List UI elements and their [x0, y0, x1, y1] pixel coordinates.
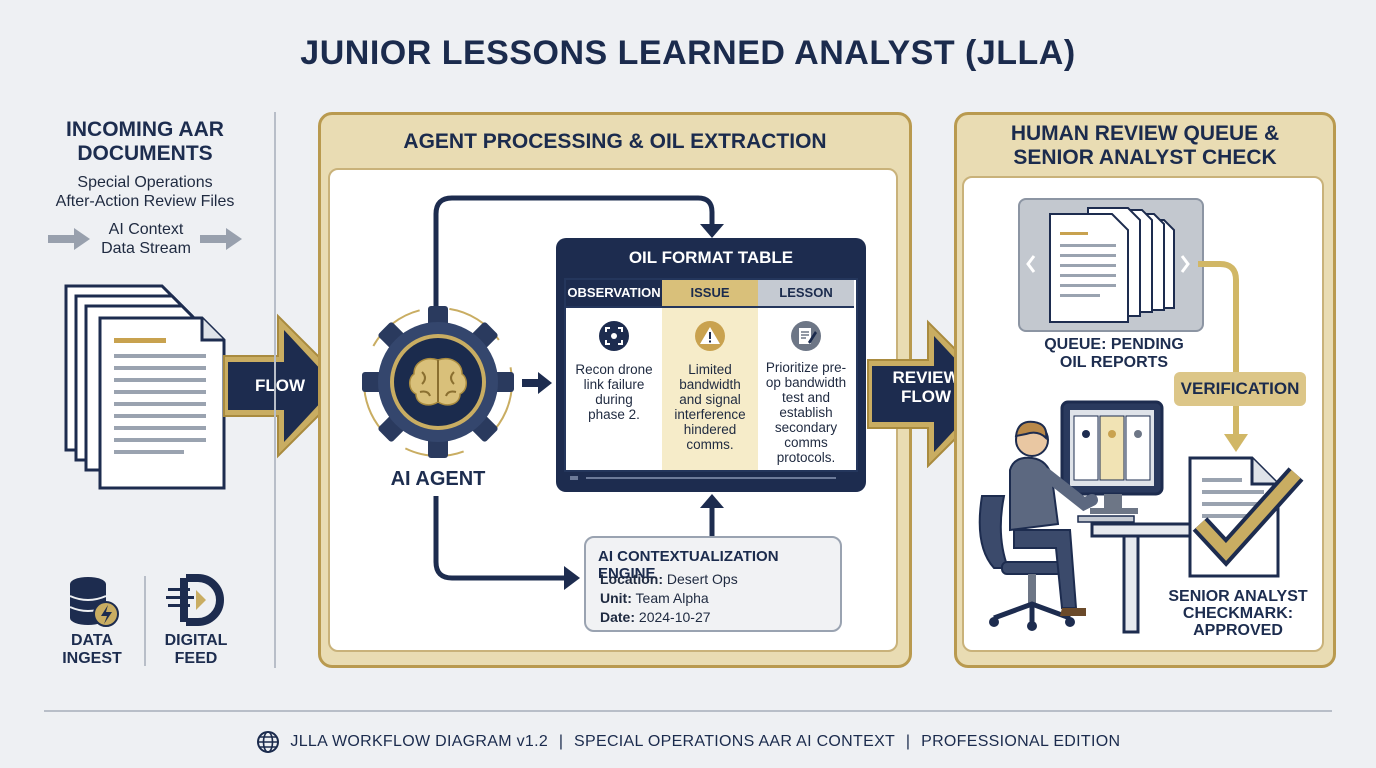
engine-heading: AI CONTEXTUALIZATION ENGINE [598, 548, 779, 582]
incoming-aar-subtitle: Special Operations After-Action Review F… [55, 174, 235, 210]
lesson-text: Prioritize pre- op bandwidth test and es… [765, 360, 847, 465]
stream-arrow-right-icon [200, 228, 242, 250]
stream-arrow-left-icon [48, 228, 90, 250]
observation-column: OBSERVATION Recon drone link failure dur… [566, 280, 664, 470]
ai-agent-label: AI AGENT [390, 468, 486, 490]
left-column-divider [274, 112, 276, 668]
warning-icon [695, 321, 725, 351]
incoming-aar-heading: INCOMING AAR DOCUMENTS [66, 118, 224, 165]
approved-document-checkmark-icon [1188, 456, 1304, 578]
page-title: JUNIOR LESSONS LEARNED ANALYST (JLLA) [300, 34, 1076, 72]
observation-text: Recon drone link failure during phase 2. [575, 362, 653, 422]
observation-header: OBSERVATION [566, 280, 662, 308]
ai-contextualization-engine: AI CONTEXTUALIZATION ENGINE Location: De… [584, 536, 842, 632]
lesson-edit-icon [791, 321, 821, 351]
verification-path [1198, 261, 1248, 452]
database-icon [69, 577, 119, 627]
lesson-column: LESSON Prioritize pre- op bandwidth test… [758, 280, 854, 470]
footer-part2: SPECIAL OPERATIONS AAR AI CONTEXT [574, 733, 896, 750]
lesson-header: LESSON [758, 280, 854, 308]
issue-header: ISSUE [662, 280, 758, 308]
queue-documents-icon[interactable] [1018, 198, 1204, 332]
oil-format-table: OIL FORMAT TABLE OBSERVATION Recon drone… [556, 238, 866, 492]
footer-part3: PROFESSIONAL EDITION [921, 733, 1121, 750]
senior-analyst-approved-label: SENIOR ANALYST CHECKMARK: APPROVED [1168, 588, 1308, 639]
footer-part1: JLLA WORKFLOW DIAGRAM v1.2 [290, 733, 549, 750]
flow-label: FLOW [254, 376, 306, 395]
flow-arrow-icon [223, 313, 350, 459]
oil-table-title: OIL FORMAT TABLE [628, 248, 794, 267]
review-panel-heading: HUMAN REVIEW QUEUE & SENIOR ANALYST CHEC… [1010, 122, 1280, 169]
oil-table-body: OBSERVATION Recon drone link failure dur… [564, 278, 858, 472]
engine-fields: Location: Desert Ops Unit: Team Alpha Da… [600, 571, 738, 625]
footer-separator-1: | [558, 733, 564, 750]
globe-icon [256, 731, 279, 753]
table-scroll-track[interactable] [586, 477, 836, 479]
recon-target-icon [599, 321, 629, 351]
issue-column: ISSUE Limited bandwidth and signal inter… [662, 280, 760, 470]
agent-panel-heading: AGENT PROCESSING & OIL EXTRACTION [403, 130, 827, 153]
footer-separator-2: | [905, 733, 911, 750]
process-connectors [433, 195, 724, 590]
data-stream-label: AI Context Data Stream [101, 221, 191, 257]
ai-agent-gear-icon [362, 306, 514, 458]
senior-analyst-desk-illustration [978, 400, 1204, 634]
digital-feed-icon [166, 574, 224, 626]
verification-badge: VERIFICATION [1174, 372, 1306, 406]
issue-text: Limited bandwidth and signal interferenc… [674, 362, 746, 452]
footer-divider [44, 710, 1332, 712]
footer: JLLA WORKFLOW DIAGRAM v1.2 | SPECIAL OPE… [0, 730, 1376, 754]
ingest-divider [144, 576, 146, 666]
aar-document-stack-icon [64, 284, 226, 490]
table-scroll-handle[interactable] [570, 476, 578, 480]
agent-to-table-arrow-icon [522, 372, 552, 394]
